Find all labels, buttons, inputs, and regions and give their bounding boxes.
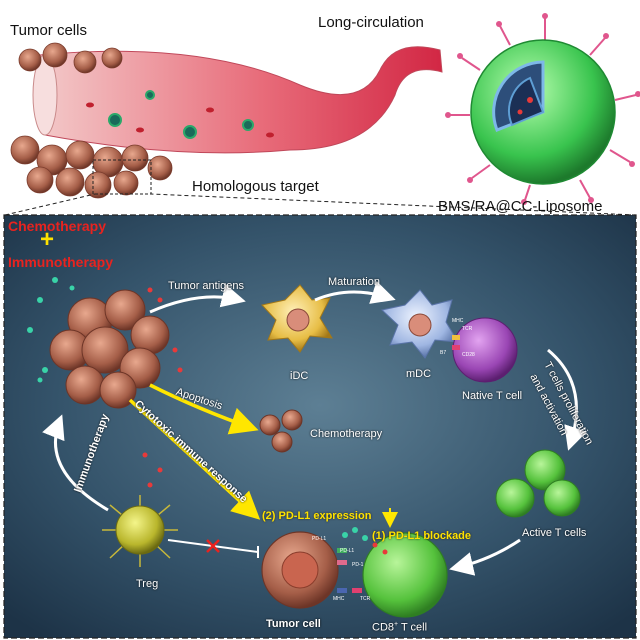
label-mhc-top: MHC	[452, 318, 464, 324]
label-mdc: mDC	[406, 368, 432, 380]
apoptotic-cells	[259, 409, 303, 453]
label-pdl1-interface: PD-L1	[340, 548, 355, 554]
label-pd1-small: PD-1	[352, 562, 364, 568]
label-homologous-target: Homologous target	[192, 178, 319, 195]
label-liposome: BMS/RA@CC-Liposome	[438, 198, 603, 215]
drug-particles	[27, 277, 183, 488]
synapse-tcr	[452, 335, 460, 340]
arrow-maturation	[314, 281, 396, 304]
label-tcr-bottom: TCR	[360, 596, 371, 602]
arrow-to-cd8	[449, 538, 521, 576]
label-pdl1-expression: (2) PD-L1 expression	[262, 510, 372, 522]
label-maturation: Maturation	[328, 276, 380, 288]
zoom-box	[92, 159, 152, 195]
label-tumor-cells: Tumor cells	[10, 22, 87, 39]
arrow-proliferation	[547, 348, 588, 451]
label-cd28: CD28	[462, 352, 475, 358]
label-plus: +	[40, 226, 55, 253]
label-cd8-t-cell: CD8+ T cell	[372, 621, 428, 634]
label-native-t-cell: Native T cell	[462, 390, 523, 402]
pd1-pdl1-interface	[337, 527, 388, 593]
label-tcr-top: TCR	[462, 326, 473, 332]
arrow-immunotherapy	[42, 414, 109, 512]
arrow-apoptosis	[149, 383, 259, 435]
label-chemotherapy: Chemotherapy	[310, 428, 383, 440]
label-treg: Treg	[136, 578, 159, 590]
label-tumor-antigens: Tumor antigens	[168, 280, 245, 292]
blocked-x-icon	[206, 539, 220, 553]
label-mhc-bottom: MHC	[333, 596, 345, 602]
zoom-line-left	[4, 193, 96, 216]
label-tumor-cell: Tumor cell	[266, 618, 321, 630]
label-b7: B7	[440, 350, 447, 356]
synapse-cd28	[452, 345, 460, 350]
tumor-cell-bottom	[261, 531, 339, 609]
active-t-cells	[495, 449, 581, 518]
label-immunotherapy-head: Immunotherapy	[8, 254, 114, 270]
label-chemotherapy-head: Chemotherapy	[8, 218, 107, 234]
arrow-cytotoxic	[128, 398, 261, 520]
label-active-t-cells: Active T cells	[522, 527, 587, 539]
idc-cell	[261, 284, 333, 353]
label-pdl1-small: PD-L1	[312, 536, 327, 542]
tumor-cluster-top	[10, 42, 173, 199]
tumor-mass	[49, 289, 170, 409]
label-idc: iDC	[290, 370, 309, 382]
arrow-tumor-antigens	[149, 283, 246, 314]
mdc-cell	[380, 289, 459, 359]
label-long-circulation: Long-circulation	[318, 14, 424, 31]
blood-vessel	[32, 46, 443, 154]
label-pdl1-blockade: (1) PD-L1 blockade	[372, 530, 472, 542]
zoom-line-right	[150, 193, 637, 216]
treg-cell	[102, 495, 178, 567]
liposome-graphic	[445, 13, 640, 205]
